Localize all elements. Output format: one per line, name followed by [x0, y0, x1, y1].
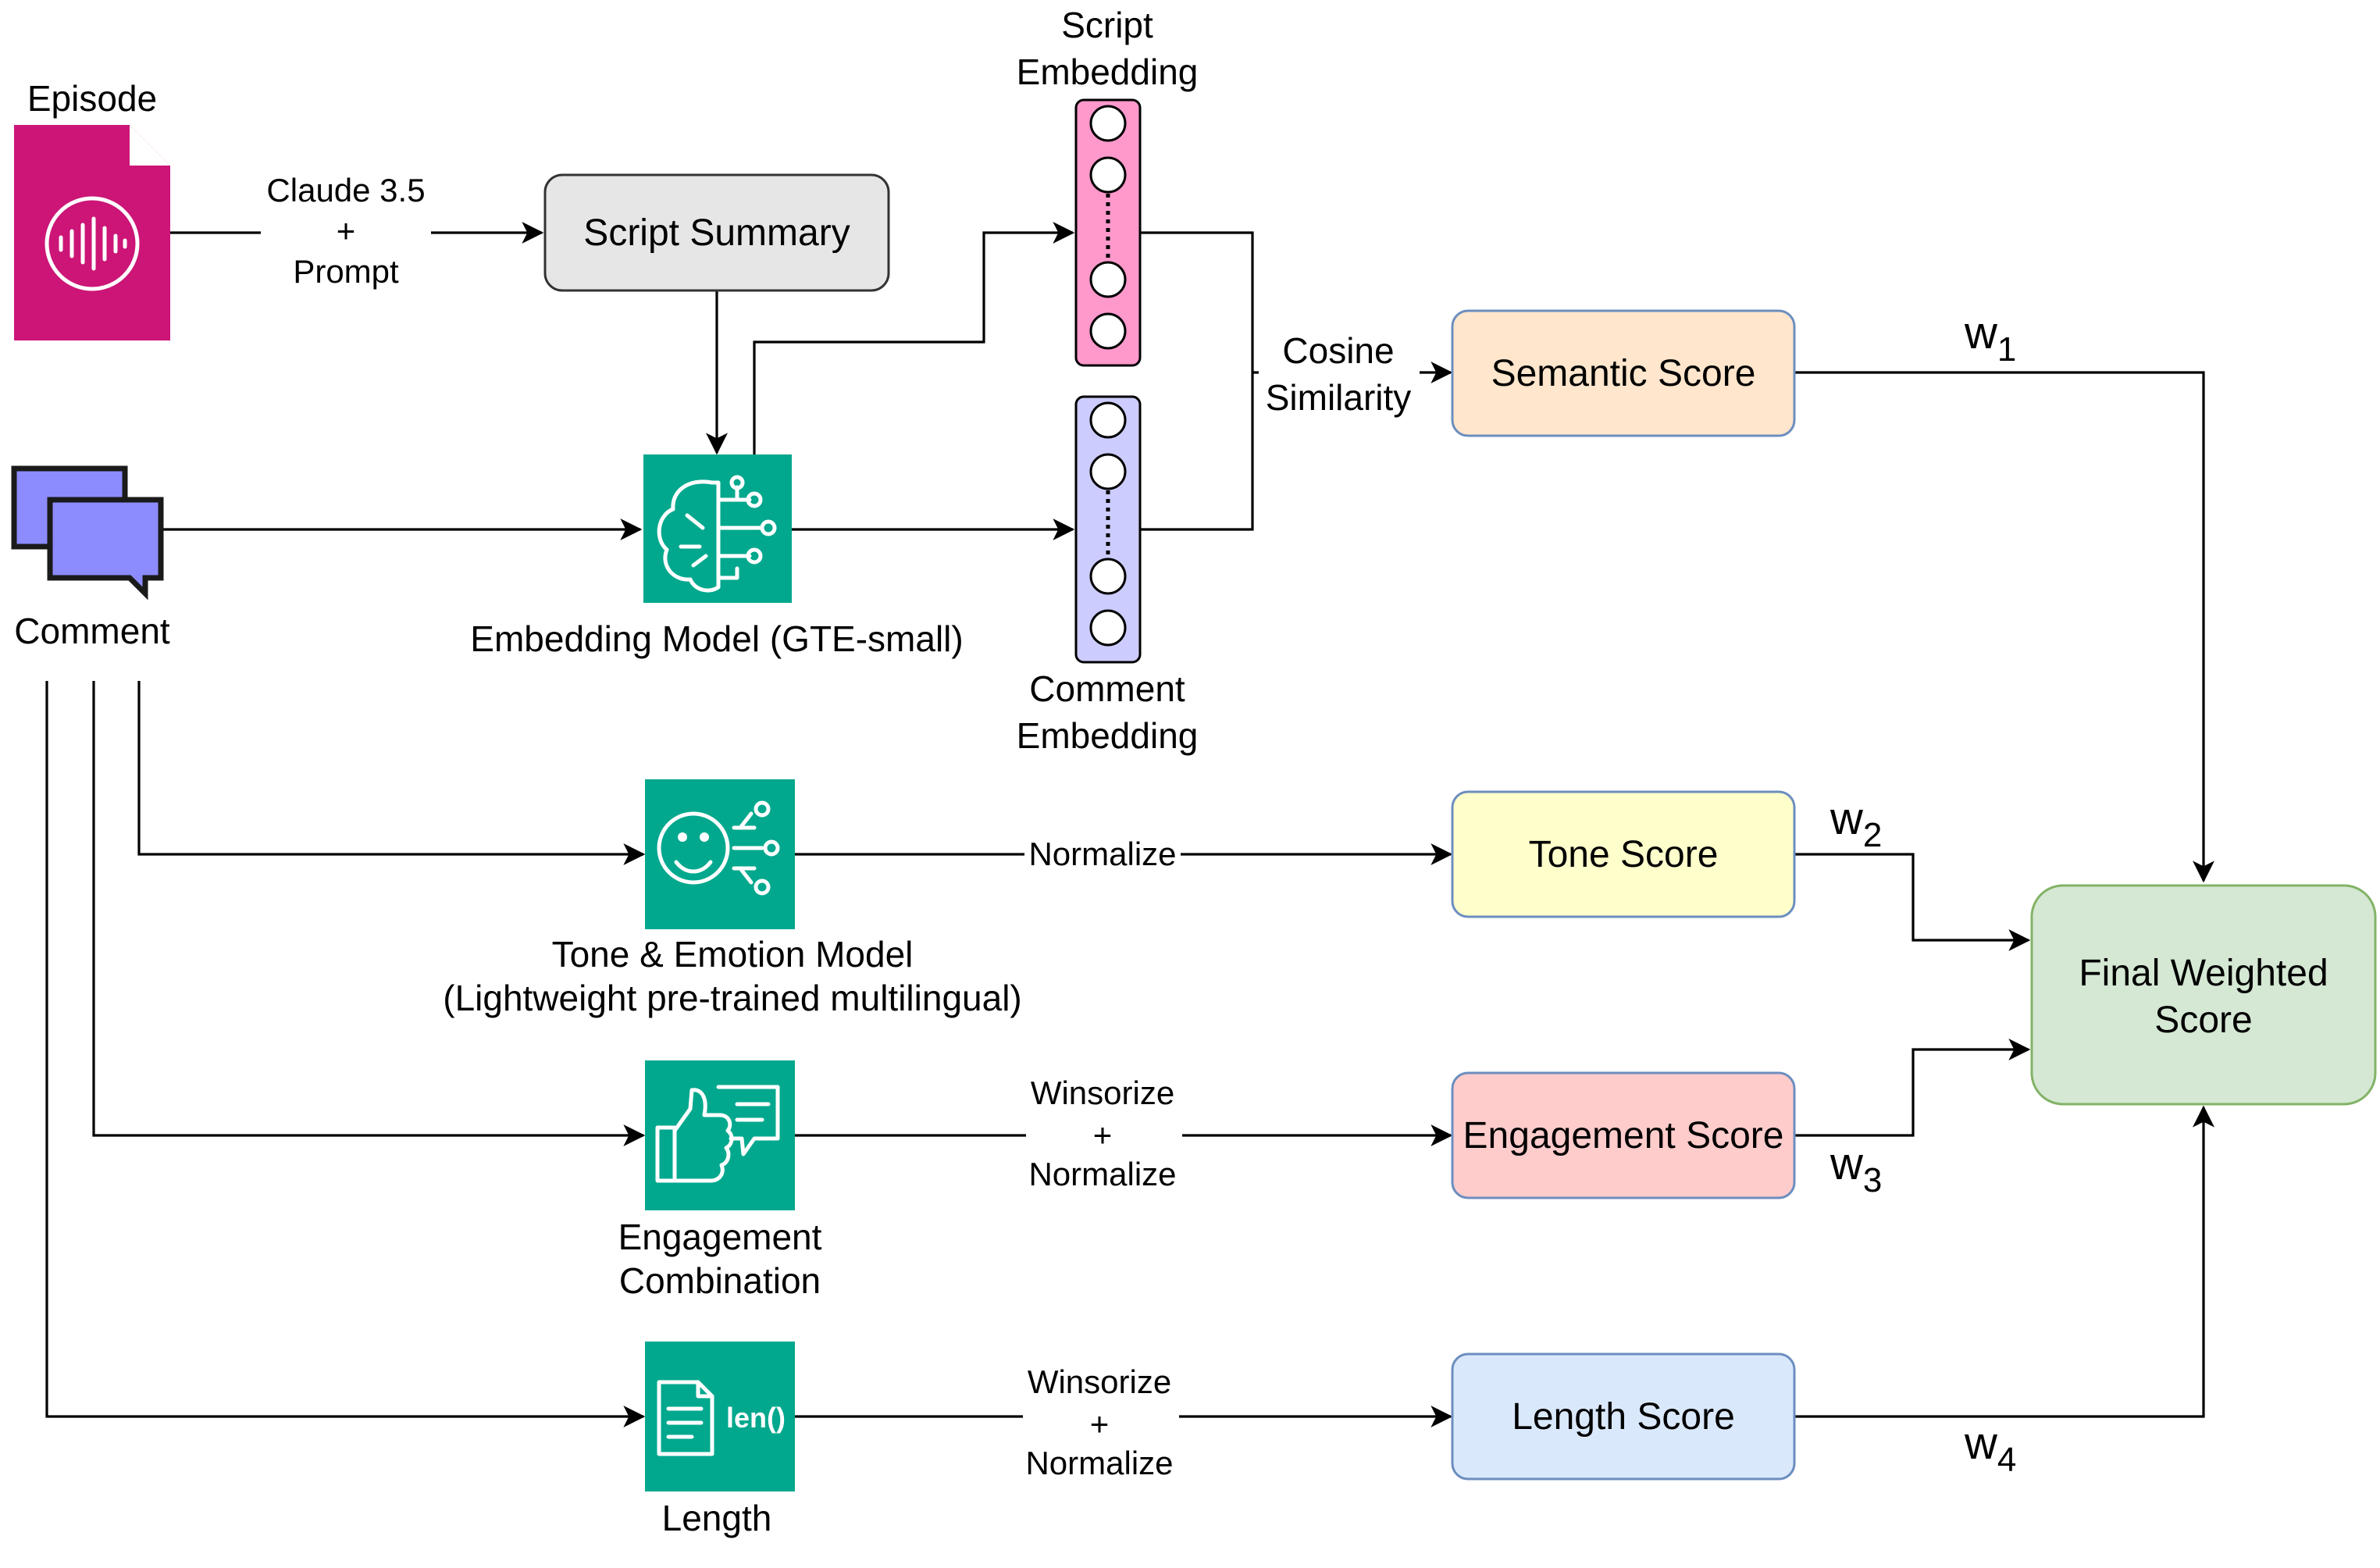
length-node: len() Length [645, 1342, 795, 1538]
weights: w1 w2 w3 w4 [1830, 308, 2016, 1479]
smiley-face-icon [645, 779, 795, 929]
engagement-label-line1: Winsorize [1031, 1074, 1174, 1111]
length-score-box: Length Score [1451, 1352, 1796, 1481]
cosine-label-line2: Similarity [1266, 377, 1412, 418]
length-label: Length [662, 1498, 772, 1538]
engagement-score-label: Engagement Score [1463, 1115, 1784, 1156]
length-icon-text: len() [726, 1402, 786, 1434]
final-score-label-line2: Score [2154, 1000, 2252, 1041]
engagement-node: Engagement Combination [618, 1060, 822, 1301]
brain-circuit-icon [643, 454, 792, 603]
llm-label-line2: + [337, 212, 356, 249]
length-label-line1: Winsorize [1028, 1363, 1171, 1400]
embedding-model-label: Embedding Model (GTE-small) [470, 618, 963, 659]
thumbs-up-chat-icon [645, 1060, 795, 1210]
script-embedding-node: Script Embedding [1017, 5, 1199, 367]
document-length-icon: len() [645, 1342, 795, 1491]
comment-node: Comment [11, 465, 170, 651]
weight-w1: w1 [1964, 308, 2016, 369]
tone-model-label-line2: (Lightweight pre-trained multilingual) [443, 978, 1021, 1018]
episode-node: Episode [14, 78, 170, 340]
engagement-label-line2: + [1093, 1117, 1113, 1153]
comment-embedding-label-line1: Comment [1029, 668, 1185, 709]
comment-embedding-label-line2: Embedding [1017, 715, 1199, 756]
tone-model-label-line1: Tone & Emotion Model [552, 934, 914, 975]
edge-tone-to-final [1794, 853, 2031, 951]
engagement-score-box: Engagement Score [1451, 1071, 1796, 1199]
edge-comment-to-length [45, 681, 646, 1427]
edge-semantic-to-final [1794, 371, 2214, 883]
edge-engagement-to-final [1794, 1039, 2031, 1137]
engagement-label-line2: Combination [619, 1260, 821, 1301]
length-label-line2: + [1090, 1406, 1110, 1442]
script-embedding-label-line2: Embedding [1017, 52, 1199, 92]
tone-score-box: Tone Score [1451, 790, 1796, 918]
weight-w3: w3 [1830, 1139, 1882, 1199]
final-score-label-line1: Final Weighted [2079, 953, 2328, 994]
length-score-label: Length Score [1512, 1396, 1735, 1438]
chat-bubbles-icon [11, 465, 164, 600]
edge-length-to-final [1794, 1105, 2214, 1418]
tone-normalize-label: Normalize [1028, 836, 1176, 872]
embedding-model-node: Embedding Model (GTE-small) [470, 454, 964, 659]
edge-model-to-script-embedding [753, 222, 1075, 454]
engagement-label-line1: Engagement [618, 1217, 822, 1257]
script-summary-node: Script Summary [543, 173, 890, 292]
script-embedding-label-line1: Script [1061, 5, 1153, 45]
llm-label-line3: Prompt [293, 253, 399, 290]
tone-score-label: Tone Score [1529, 834, 1719, 875]
llm-label-line1: Claude 3.5 [266, 172, 425, 208]
audio-file-icon [14, 125, 170, 340]
edge-comment-to-engagement [92, 681, 646, 1146]
edge-labels: Claude 3.5 + Prompt Cosine Similarity No… [261, 166, 1420, 1482]
tone-model-node: Tone & Emotion Model (Lightweight pre-tr… [443, 779, 1022, 1018]
cosine-label-line1: Cosine [1282, 330, 1394, 371]
episode-label: Episode [27, 78, 157, 119]
semantic-score-box: Semantic Score [1451, 309, 1796, 437]
weight-w4: w4 [1964, 1418, 2016, 1479]
length-label-line3: Normalize [1025, 1445, 1173, 1481]
edge-comment-to-tone-model [137, 681, 646, 865]
final-weighted-score-box: Final Weighted Score [2030, 884, 2377, 1106]
script-summary-label: Script Summary [583, 212, 850, 254]
engagement-label-line3: Normalize [1028, 1156, 1176, 1192]
weight-w2: w2 [1830, 793, 1882, 854]
semantic-score-label: Semantic Score [1491, 353, 1756, 394]
edge-script-embedding-merge [1140, 231, 1254, 531]
comment-embedding-node: Comment Embedding [1017, 395, 1199, 756]
comment-label: Comment [14, 611, 170, 651]
